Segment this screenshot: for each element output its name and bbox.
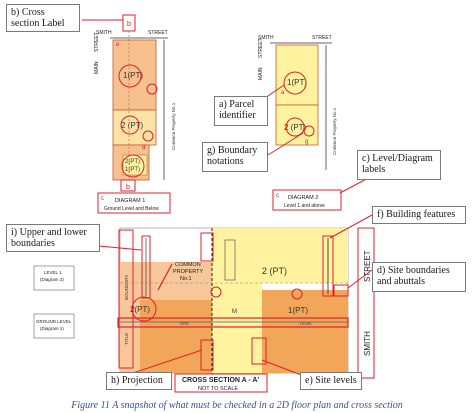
plan1-parcel-circle-3 xyxy=(121,154,145,178)
section-boundary-circle-left xyxy=(210,286,222,298)
plan2-label-g: g xyxy=(305,139,308,145)
section-lot-lower-left: 2(PT) xyxy=(130,305,150,314)
plan1-lot-2-area xyxy=(112,109,157,146)
section-feature-box xyxy=(322,235,334,297)
section-parcel-circle xyxy=(131,296,157,322)
section-projection-box-bottom xyxy=(200,339,214,371)
section-common-property-1: COMMON xyxy=(175,262,201,268)
section-feature-abuttal-box xyxy=(333,284,349,297)
callout-projection: h) Projection xyxy=(106,372,172,390)
section-level1-line2: (Diagram 2) xyxy=(40,277,64,282)
plan1-lot-1-area xyxy=(112,39,157,111)
section-lower-mid xyxy=(212,283,262,373)
section-site-text: SITE xyxy=(180,321,189,326)
plan1-diagram-label-box xyxy=(97,192,171,214)
diagram-1-plan: SMITH STREET MAIN STREET Common Property… xyxy=(94,14,176,214)
plan1-common-property: Common Property No.1 xyxy=(171,102,176,150)
plan2-parcel-circle-2 xyxy=(285,117,305,137)
section-common-property-arrow xyxy=(157,263,173,291)
section-level1-line1: LEVEL 1 xyxy=(44,270,62,275)
plan1-parcel-circle-2 xyxy=(120,115,140,135)
section-street-right: STREET xyxy=(363,250,372,282)
callout-parcel-identifier: a) Parcel identifier xyxy=(214,96,268,126)
callout-leaders xyxy=(82,19,375,381)
section-lot-upper: 2 (PT) xyxy=(262,266,287,276)
plan1-diagram-subtitle: Ground Level and Below xyxy=(104,206,159,212)
plan1-lot-label-4: 1(PT) xyxy=(125,167,140,173)
plan2-street-top-right: STREET xyxy=(312,35,332,41)
section-street-right2: SMITH xyxy=(363,331,372,356)
section-boundary-circle-right xyxy=(291,288,303,300)
plan1-street-top: SMITH xyxy=(96,30,112,36)
plan2-parcel-circle-1 xyxy=(283,71,307,95)
section-common-property-2: PROPERTY xyxy=(173,269,203,275)
plan1-diagram-title: DIAGRAM 1 xyxy=(115,198,145,204)
plan2-street-left: MAIN xyxy=(258,67,264,80)
plan1-street-left2: STREET xyxy=(94,32,100,52)
plan1-section-marker-bottom-box xyxy=(120,179,136,192)
section-right-street-box xyxy=(357,227,375,379)
section-title: CROSS SECTION A - A' xyxy=(182,377,259,384)
callout-site-boundaries: d) Site boundaries and abuttals xyxy=(372,262,466,292)
plan2-common-property: Common Property No.1 xyxy=(332,107,337,155)
plan1-label-g: g xyxy=(142,144,145,150)
section-title-left: TITLE xyxy=(124,333,129,345)
plan2-lot-1-area xyxy=(275,44,319,106)
section-projection-box-top xyxy=(200,232,214,262)
diagram-2-plan: SMITH STREET MAIN STREET Common Property… xyxy=(258,35,342,211)
plan2-street-left2: STREET xyxy=(258,38,264,58)
plan2-label-a: a xyxy=(281,90,285,96)
plan1-section-marker-bottom: b xyxy=(126,184,130,191)
section-lot-lower-right: 1(PT) xyxy=(288,306,308,315)
plan2-lot-2-area xyxy=(275,104,319,146)
section-site-level-box xyxy=(251,337,267,365)
plan1-boundary-notation-circle-2 xyxy=(142,130,154,142)
plan1-street-left: MAIN xyxy=(94,61,100,74)
plan1-street-top-right: STREET xyxy=(148,30,168,36)
section-title-box xyxy=(174,373,268,393)
callout-level-diagram-labels: c) Level/Diagram labels xyxy=(357,150,441,180)
figure-caption: Figure 11 A snapshot of what must be che… xyxy=(71,400,403,411)
section-left-boundary-box xyxy=(118,229,134,369)
callout-upper-lower-boundaries: i) Upper and lower boundaries xyxy=(6,224,100,252)
plan1-section-marker-top: b xyxy=(127,21,131,28)
plan1-parcel-circle-1 xyxy=(118,64,142,88)
plan1-label-e: e xyxy=(116,42,120,48)
section-boundary-left: BOUNDARY xyxy=(124,275,129,300)
section-ground-line1: GROUND LEVEL xyxy=(36,319,72,324)
plan2-label-c: c xyxy=(276,193,279,199)
plan2-boundary-notation-circle xyxy=(303,125,315,137)
plan1-boundary-notation-circle-1 xyxy=(146,83,158,95)
callout-building-features: f) Building features xyxy=(372,206,466,224)
callout-site-levels: e) Site levels xyxy=(300,372,362,390)
plan2-diagram-title: DIAGRAM 2 xyxy=(288,195,318,201)
plan2-diagram-label-box xyxy=(272,189,342,211)
plan2-street-top: SMITH xyxy=(258,35,274,41)
section-ground-box xyxy=(33,313,75,339)
section-level-text: LEVEL xyxy=(300,321,313,326)
plan2-lot-label-2: 2 (PT) xyxy=(284,123,307,132)
plan1-lot-label-1: 1(PT) xyxy=(123,71,143,80)
section-subtitle: NOT TO SCALE xyxy=(198,386,238,392)
section-common-property-3: No.1 xyxy=(180,276,192,282)
section-lower-right-lot xyxy=(262,290,348,373)
plan1-lot-label-3: 2(PT) xyxy=(125,159,140,165)
section-site-level-band xyxy=(117,317,349,328)
plan2-lot-label-1: 1(PT) xyxy=(287,78,307,87)
section-upper-lot xyxy=(212,228,348,283)
plan1-lot-label-2: 2 (PT) xyxy=(121,121,144,130)
section-lot-mid: M xyxy=(232,309,237,315)
section-lower-left-inner xyxy=(140,300,212,373)
section-ground-line2: (Diagram 1) xyxy=(40,326,64,331)
callout-boundary-notations: g) Boundary notations xyxy=(202,142,268,172)
section-upper-lower-boundary-box xyxy=(141,235,151,299)
section-upper-lower-boundary-box-2 xyxy=(224,239,236,281)
section-level1-box xyxy=(33,265,75,291)
plan2-diagram-subtitle: Level 1 and above xyxy=(284,203,325,209)
plan1-label-c: c xyxy=(101,196,104,202)
callout-cross-section-label: b) Cross section Label xyxy=(6,4,80,32)
cross-section: SITE LEVEL BOUNDARY TITLE STREET SMITH C… xyxy=(33,227,375,393)
